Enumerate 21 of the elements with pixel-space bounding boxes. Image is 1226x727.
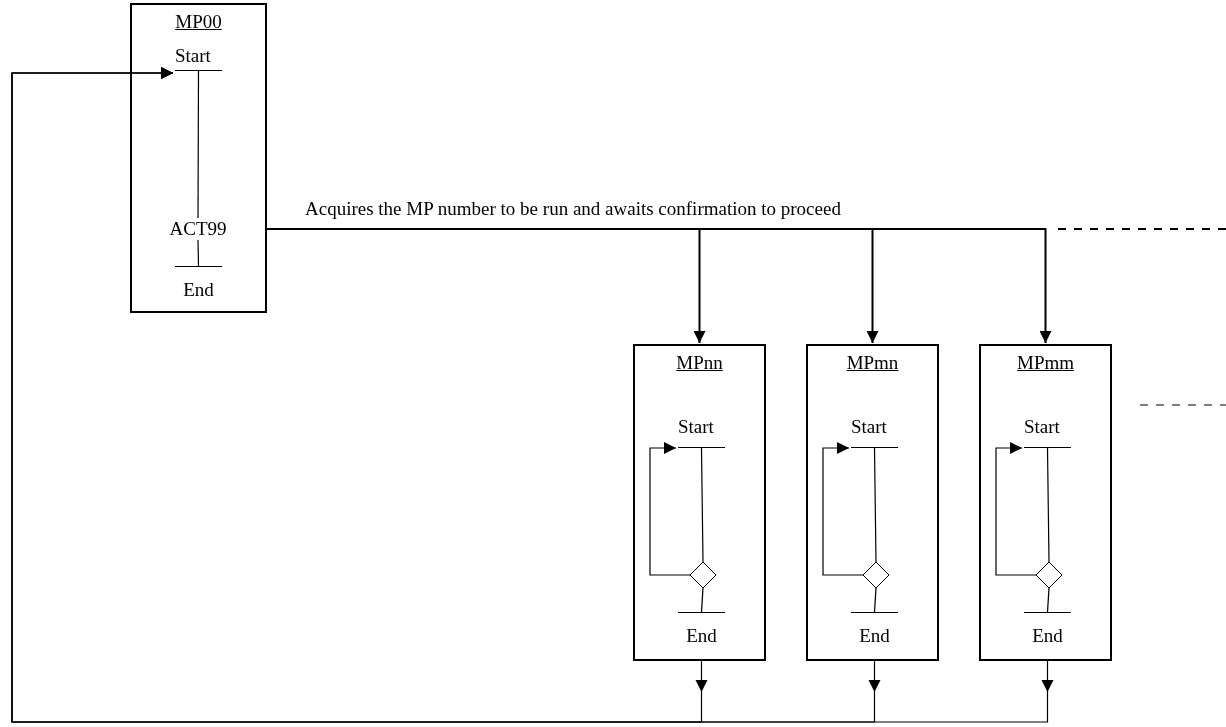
- diamond-symbol: [863, 562, 889, 588]
- process-box: [806, 344, 939, 661]
- start-bar: Start: [175, 45, 222, 71]
- box-title: MP00: [174, 11, 223, 33]
- end-bar: End: [851, 612, 898, 648]
- edge-label: Acquires the MP number to be run and awaits confirmation to proceed: [305, 198, 841, 220]
- start-bar: Start: [851, 416, 898, 448]
- process-box: [130, 3, 267, 313]
- diamond-symbol: [1036, 562, 1062, 588]
- process-box: [979, 344, 1112, 661]
- end-bar: End: [1024, 612, 1071, 648]
- end-bar: End: [175, 266, 222, 302]
- box-title: MPmn: [845, 352, 900, 374]
- box-title: MPnn: [675, 352, 724, 374]
- box-title: MPmm: [1016, 352, 1075, 374]
- process-box: [633, 344, 766, 661]
- start-bar: Start: [678, 416, 725, 448]
- end-bar: End: [678, 612, 725, 648]
- step-label: ACT99: [165, 218, 231, 240]
- start-bar: Start: [1024, 416, 1071, 448]
- diamond-symbol: [690, 562, 716, 588]
